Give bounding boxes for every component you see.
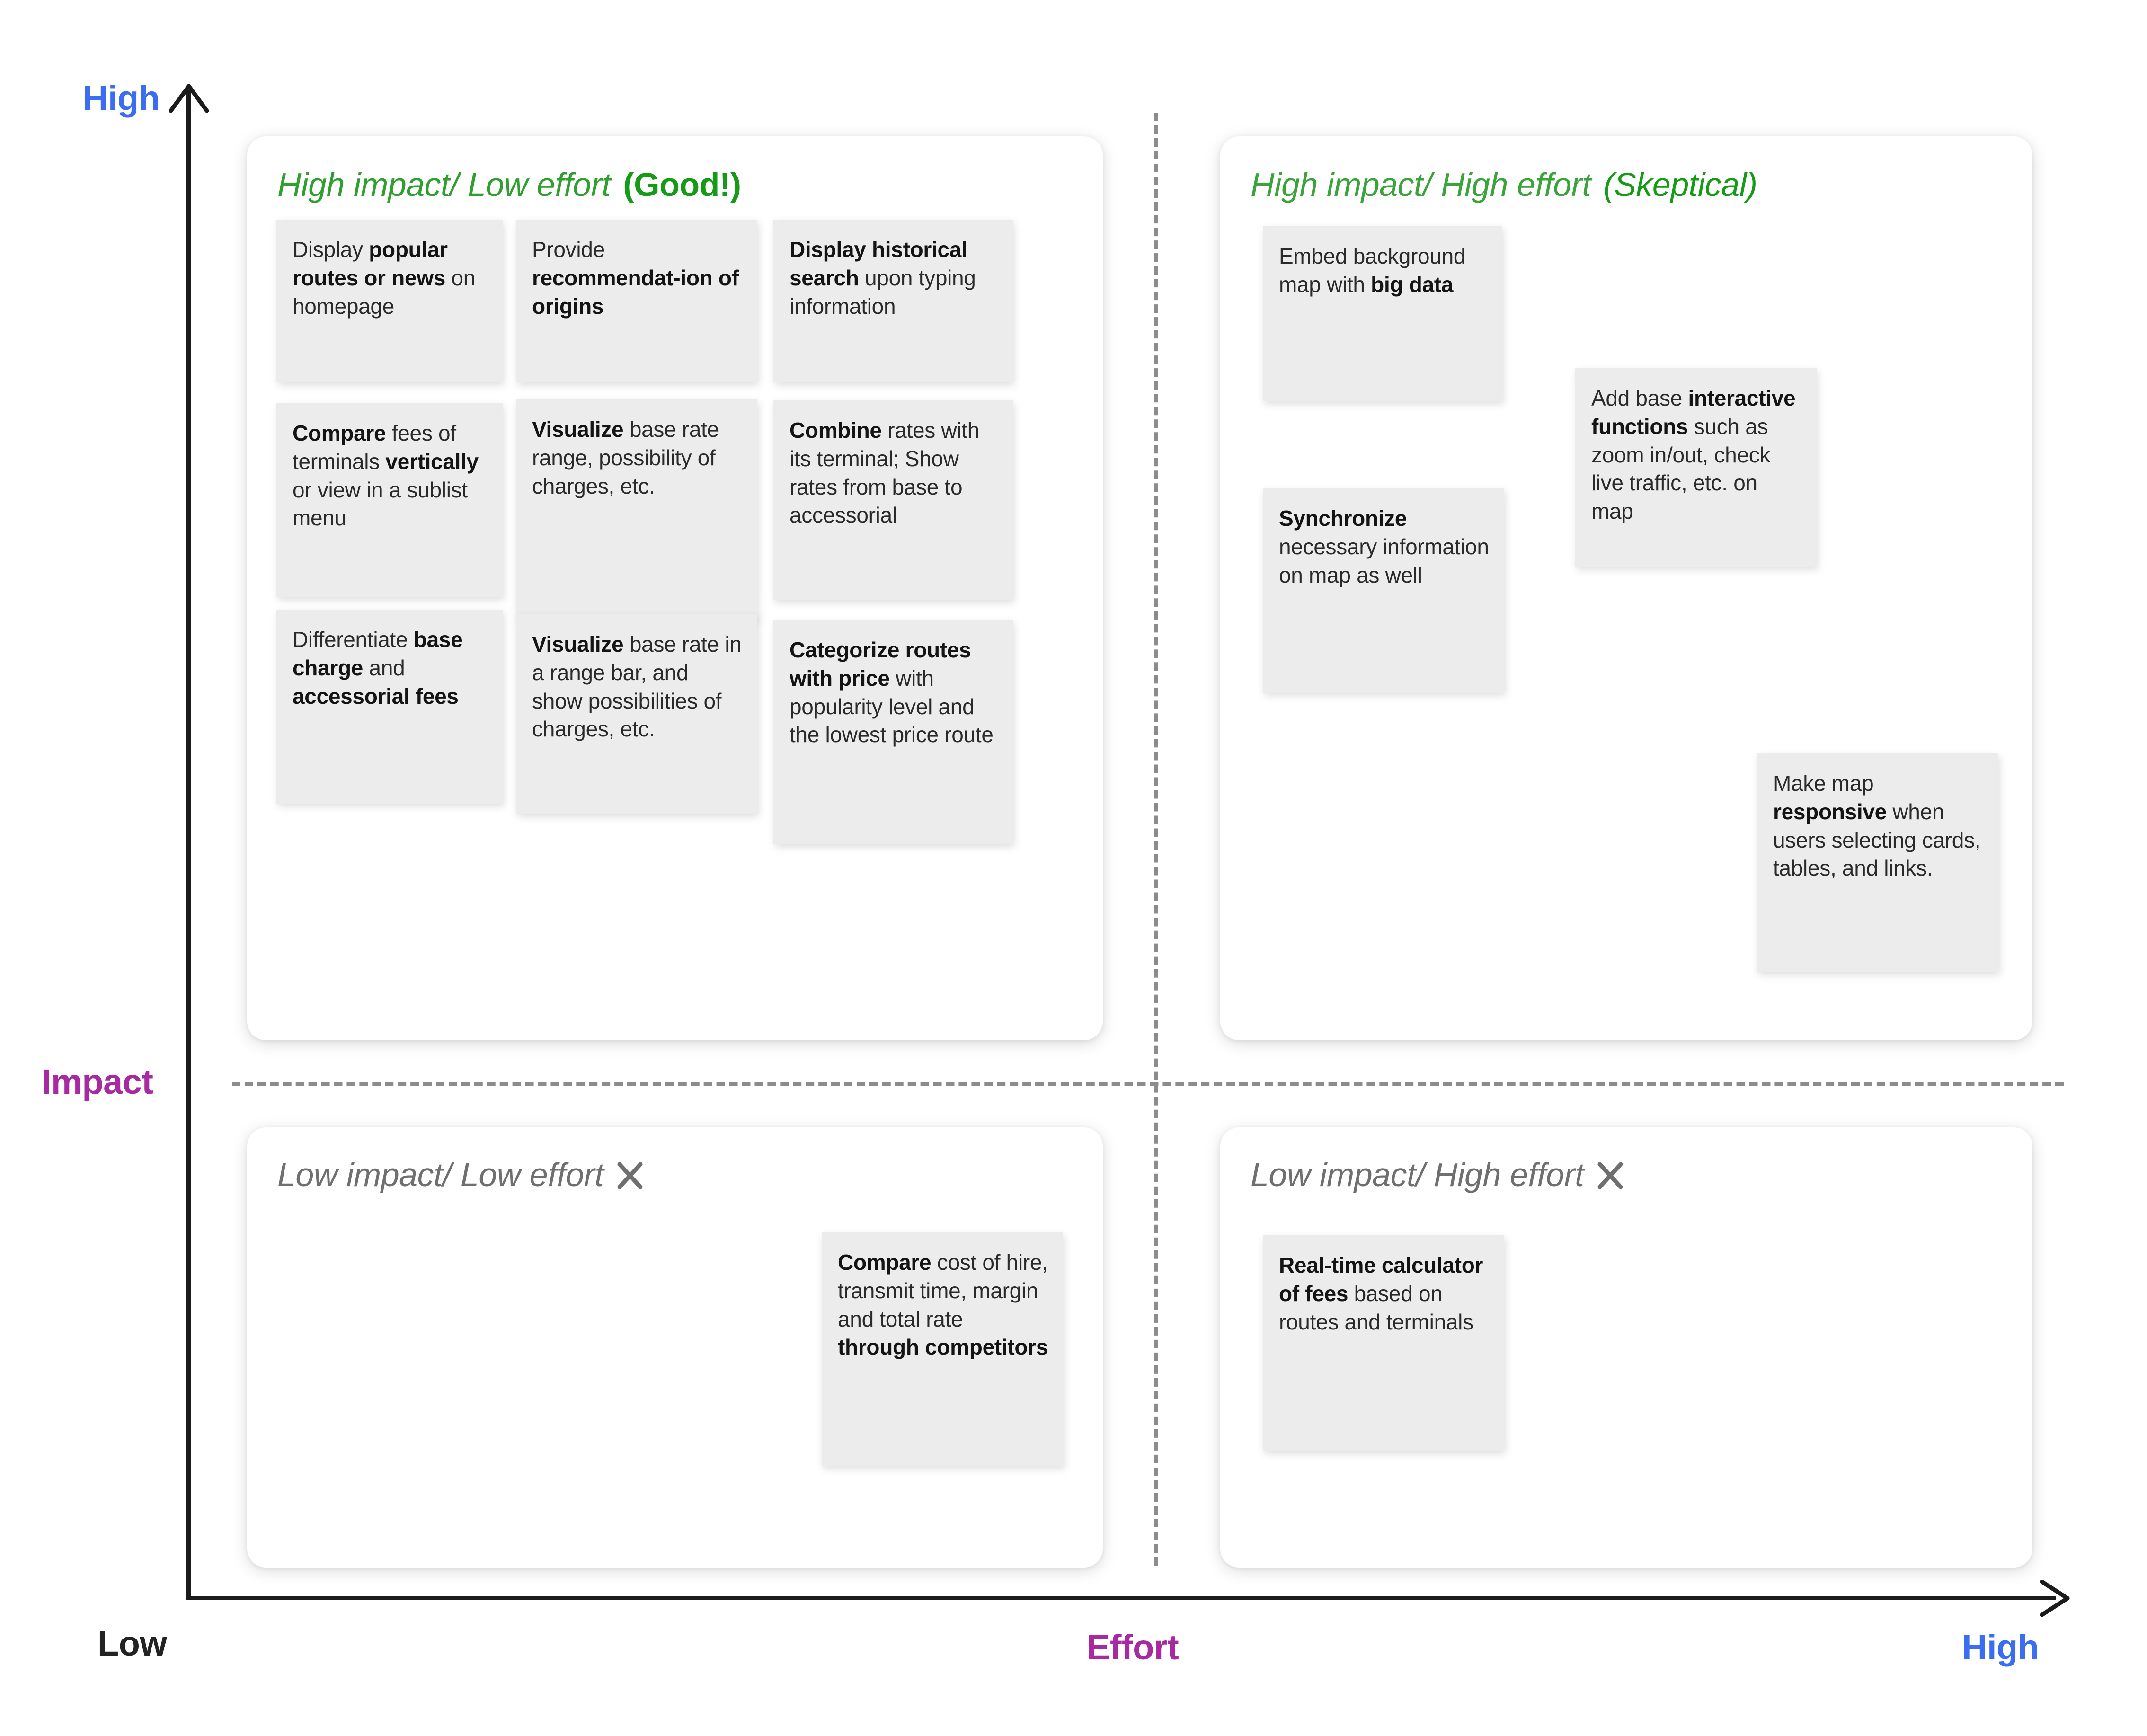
y-axis-title: Impact (42, 1062, 153, 1101)
sticky-card[interactable]: Display popular routes or news on homepa… (276, 220, 503, 382)
quadrant-title-low-impact-low-effort: Low impact/ Low effort (277, 1156, 644, 1194)
card-text: Real-time calculator of fees based on ro… (1279, 1253, 1483, 1334)
card-text: Compare fees of terminals vertically or … (293, 421, 479, 531)
x-axis-low-label: Low (98, 1624, 167, 1663)
sticky-card[interactable]: Display historical search upon typing in… (773, 220, 1013, 382)
card-text: Differentiate base charge and accessoria… (293, 627, 463, 709)
sticky-card[interactable]: Real-time calculator of fees based on ro… (1263, 1235, 1504, 1451)
sticky-card[interactable]: Embed background map with big data (1263, 226, 1502, 401)
card-text: Make map responsive when users selecting… (1773, 771, 1981, 881)
x-axis-title: Effort (1087, 1628, 1179, 1667)
sticky-card[interactable]: Visualize base rate range, possibility o… (516, 399, 757, 620)
quadrant-title-high-impact-low-effort: High impact/ Low effort (Good!) (277, 166, 741, 204)
quadrant-title-text: High impact/ Low effort (277, 166, 611, 203)
card-text: Display historical search upon typing in… (790, 237, 976, 319)
sticky-card[interactable]: Provide recommendat-ion of origins (516, 220, 757, 382)
card-text: Visualize base rate range, possibility o… (532, 417, 719, 498)
card-text: Categorize routes with price with popula… (790, 638, 994, 747)
card-text: Compare cost of hire, transmit time, mar… (838, 1250, 1048, 1360)
sticky-card[interactable]: Visualize base rate in a range bar, and … (516, 614, 757, 814)
sticky-card[interactable]: Categorize routes with price with popula… (773, 620, 1013, 844)
card-text: Add base interactive functions such as z… (1591, 386, 1796, 524)
quadrant-high-impact-low-effort: High impact/ Low effort (Good!) Display p… (247, 136, 1103, 1040)
card-text: Visualize base rate in a range bar, and … (532, 632, 742, 742)
quadrant-title-text: Low impact/ Low effort (277, 1156, 604, 1193)
sticky-card[interactable]: Combine rates with its terminal; Show ra… (773, 400, 1013, 600)
quadrant-tag-good: (Good!) (623, 166, 741, 203)
quadrant-title-low-impact-high-effort: Low impact/ High effort (1251, 1156, 1624, 1194)
quadrant-title-high-impact-high-effort: High impact/ High effort (Skeptical) (1251, 166, 1757, 204)
quadrant-high-impact-high-effort: High impact/ High effort (Skeptical) Embe… (1220, 136, 2032, 1040)
y-axis-line (186, 90, 191, 1600)
y-axis-high-label: High (83, 79, 160, 118)
card-text: Combine rates with its terminal; Show ra… (790, 418, 980, 528)
x-mark-icon (617, 1162, 643, 1189)
card-text: Embed background map with big data (1279, 244, 1466, 297)
quadrant-low-impact-low-effort: Low impact/ Low effort Compare cost of h… (247, 1127, 1103, 1568)
sticky-card[interactable]: Compare cost of hire, transmit time, mar… (822, 1232, 1063, 1466)
y-axis-arrow-icon (169, 84, 209, 113)
quadrant-tag-skeptical: (Skeptical) (1603, 166, 1757, 203)
sticky-card[interactable]: Differentiate base charge and accessoria… (276, 610, 503, 804)
sticky-card[interactable]: Add base interactive functions such as z… (1575, 368, 1817, 567)
card-text: Synchronize necessary information on map… (1279, 506, 1489, 587)
sticky-card[interactable]: Make map responsive when users selecting… (1757, 753, 1998, 972)
sticky-card[interactable]: Synchronize necessary information on map… (1263, 488, 1504, 693)
vertical-quadrant-divider (1154, 113, 1158, 1566)
card-text: Provide recommendat-ion of origins (532, 237, 739, 319)
x-mark-icon (1597, 1162, 1623, 1189)
horizontal-quadrant-divider (232, 1082, 2064, 1086)
card-text: Display popular routes or news on homepa… (293, 237, 476, 319)
sticky-card[interactable]: Compare fees of terminals vertically or … (276, 403, 503, 597)
quadrant-title-text: High impact/ High effort (1251, 166, 1591, 203)
quadrant-title-text: Low impact/ High effort (1251, 1156, 1584, 1193)
x-axis-arrow-icon (2040, 1580, 2070, 1617)
quadrant-low-impact-high-effort: Low impact/ High effort Real-time calcul… (1220, 1127, 2032, 1568)
x-axis-line (186, 1596, 2056, 1600)
x-axis-high-label: High (1962, 1628, 2039, 1667)
